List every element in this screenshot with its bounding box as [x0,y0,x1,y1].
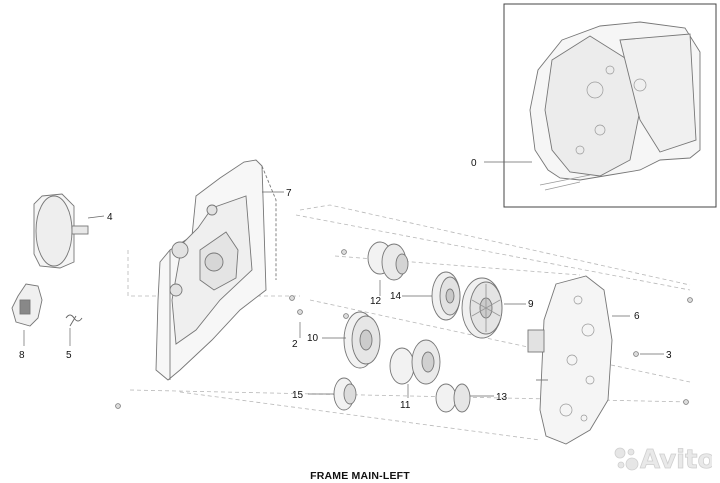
watermark-text: Avito [640,445,712,474]
callout-11: 11 [400,400,411,411]
callout-2: 2 [292,339,298,350]
part-frame-plate-6 [527,275,613,445]
part-bushing-13 [435,383,471,413]
callout-4: 4 [107,212,113,223]
part-pulley-10 [343,311,381,369]
avito-dots-icon [614,447,639,471]
callout-5: 5 [66,350,72,361]
part-motor [33,193,89,269]
callout-13: 13 [496,392,508,403]
callout-labels: 0 4 7 8 5 12 14 9 6 10 2 3 15 11 13 [19,158,672,411]
part-gear-9 [461,277,503,339]
callout-8: 8 [19,350,25,361]
callout-15: 15 [292,390,304,401]
callout-10: 10 [307,333,319,344]
part-gear-14 [431,271,461,321]
part-pulley-15 [333,377,357,411]
part-gear-11 [389,339,441,385]
callout-6: 6 [634,311,640,322]
callout-0: 0 [471,158,477,169]
assembled-view-inset [503,3,717,208]
leader-lines [23,161,664,398]
avito-watermark: Avito [614,445,712,474]
assembly-guide-lines [127,204,691,441]
diagram-title: FRAME MAIN-LEFT [310,470,410,482]
callout-7: 7 [286,188,292,199]
part-frame-main-left [155,159,277,381]
callout-12: 12 [370,296,382,307]
part-spring [65,314,83,327]
callout-14: 14 [390,291,402,302]
part-sensor-bracket [11,283,43,327]
callout-3: 3 [666,350,672,361]
callout-9: 9 [528,299,534,310]
part-screws [115,249,693,409]
part-gear-12 [367,241,409,281]
